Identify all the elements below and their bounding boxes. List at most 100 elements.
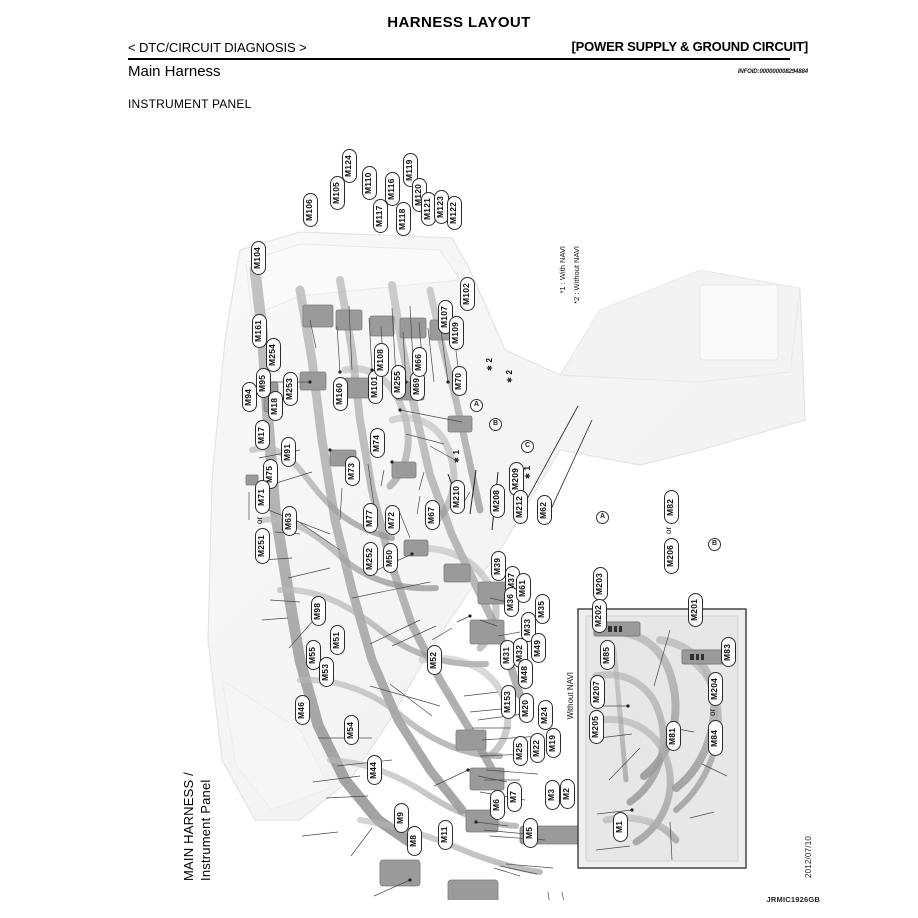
connector-balloon-m203[interactable]: M203 bbox=[593, 567, 608, 601]
connector-balloon-m202[interactable]: M202 bbox=[592, 599, 607, 633]
star-mark-2a: ∗ 2 bbox=[485, 358, 494, 372]
connector-balloon-m122[interactable]: M122 bbox=[447, 196, 462, 230]
reference-marker-a-0: A bbox=[470, 399, 483, 412]
connector-balloon-m118[interactable]: M118 bbox=[396, 202, 411, 236]
connector-balloon-m49[interactable]: M49 bbox=[531, 633, 546, 663]
connector-balloon-m17[interactable]: M17 bbox=[255, 420, 270, 450]
connector-balloon-m61[interactable]: M61 bbox=[516, 573, 531, 603]
connector-balloon-m153[interactable]: M153 bbox=[501, 685, 516, 719]
connector-balloon-m98[interactable]: M98 bbox=[311, 596, 326, 626]
connector-balloon-m106[interactable]: M106 bbox=[303, 193, 318, 227]
connector-balloon-m102[interactable]: M102 bbox=[460, 277, 475, 311]
star-mark-2b: ∗ 2 bbox=[505, 370, 514, 384]
connector-balloon-m3[interactable]: M3 bbox=[545, 780, 560, 810]
connector-balloon-m85[interactable]: M85 bbox=[600, 640, 615, 670]
section-breadcrumb: < DTC/CIRCUIT DIAGNOSIS > bbox=[128, 40, 307, 55]
connector-balloon-m94[interactable]: M94 bbox=[242, 382, 257, 412]
connector-balloon-m83[interactable]: M83 bbox=[721, 637, 736, 667]
legend-note-2: *2 : Without NAVI bbox=[572, 246, 581, 304]
connector-balloon-m208[interactable]: M208 bbox=[490, 484, 505, 518]
connector-balloon-m54[interactable]: M54 bbox=[344, 715, 359, 745]
connector-balloon-m51[interactable]: M51 bbox=[330, 625, 345, 655]
connector-balloon-m117[interactable]: M117 bbox=[373, 199, 388, 233]
connector-balloon-m73[interactable]: M73 bbox=[345, 456, 360, 486]
connector-id-M82[interactable]: M82 bbox=[664, 490, 679, 524]
connector-balloon-m53[interactable]: M53 bbox=[319, 657, 334, 687]
connector-balloon-m105[interactable]: M105 bbox=[330, 176, 345, 210]
connector-balloon-m70[interactable]: M70 bbox=[452, 366, 467, 396]
connector-balloon-m253[interactable]: M253 bbox=[283, 372, 298, 406]
connector-balloon-m7[interactable]: M7 bbox=[507, 782, 522, 812]
page-title: HARNESS LAYOUT bbox=[387, 14, 531, 31]
connector-id-M204[interactable]: M204 bbox=[708, 672, 723, 706]
connector-balloon-m44[interactable]: M44 bbox=[367, 755, 382, 785]
reference-marker-b-1: B bbox=[489, 418, 502, 431]
connector-id-M84[interactable]: M84 bbox=[708, 720, 723, 756]
connector-balloon-m11[interactable]: M11 bbox=[438, 820, 453, 850]
connector-or-separator: or bbox=[664, 526, 673, 534]
connector-balloon-m6[interactable]: M6 bbox=[490, 790, 505, 820]
connector-balloon-m2[interactable]: M2 bbox=[560, 779, 575, 809]
connector-balloon-m67[interactable]: M67 bbox=[425, 500, 440, 530]
connector-balloon-m161[interactable]: M161 bbox=[252, 314, 267, 348]
connector-balloon-m201[interactable]: M201 bbox=[688, 593, 703, 627]
connector-balloon-m210[interactable]: M210 bbox=[450, 480, 465, 514]
connector-balloon-m74[interactable]: M74 bbox=[370, 428, 385, 458]
connector-balloon-m66[interactable]: M66 bbox=[412, 347, 427, 377]
connector-balloon-m252[interactable]: M252 bbox=[363, 542, 378, 576]
document-title: Main Harness bbox=[128, 63, 221, 80]
connector-balloon-m24[interactable]: M24 bbox=[538, 700, 553, 730]
connector-balloon-m205[interactable]: M205 bbox=[589, 710, 604, 744]
connector-balloon-m255[interactable]: M255 bbox=[391, 365, 406, 399]
connector-balloon-m52[interactable]: M52 bbox=[427, 645, 442, 675]
connector-id-M206[interactable]: M206 bbox=[664, 538, 679, 574]
connector-balloon-m5[interactable]: M5 bbox=[523, 818, 538, 848]
connector-balloon-m39[interactable]: M39 bbox=[491, 551, 506, 581]
connector-or-separator: or bbox=[255, 516, 264, 524]
connector-balloon-m212[interactable]: M212 bbox=[513, 490, 528, 524]
connector-balloon-m109[interactable]: M109 bbox=[449, 316, 464, 350]
star-mark-1a: ∗ 1 bbox=[452, 450, 461, 464]
connector-balloon-m18[interactable]: M18 bbox=[268, 391, 283, 421]
connector-id-M251[interactable]: M251 bbox=[255, 528, 270, 564]
connector-balloon-m116[interactable]: M116 bbox=[385, 172, 400, 206]
connector-balloon-m9[interactable]: M9 bbox=[394, 803, 409, 833]
connector-balloon-m207[interactable]: M207 bbox=[590, 675, 605, 709]
connector-balloon-m20[interactable]: M20 bbox=[519, 693, 534, 723]
connector-balloon-m72[interactable]: M72 bbox=[385, 505, 400, 535]
connector-balloon-m48[interactable]: M48 bbox=[518, 659, 533, 689]
connector-balloon-m110[interactable]: M110 bbox=[362, 166, 377, 200]
legend-note-1: *1 : With NAVI bbox=[558, 246, 567, 294]
connector-balloon-m46[interactable]: M46 bbox=[295, 695, 310, 725]
reference-marker-b-4: B bbox=[708, 538, 721, 551]
inset-caption: Without NAVI bbox=[566, 672, 575, 720]
connector-balloon-m104[interactable]: M104 bbox=[251, 241, 266, 275]
reference-marker-a-3: A bbox=[596, 511, 609, 524]
revision-date: 2012/07/10 bbox=[804, 835, 813, 878]
connector-balloon-m124[interactable]: M124 bbox=[342, 149, 357, 183]
connector-balloon-m81[interactable]: M81 bbox=[666, 721, 681, 751]
connector-balloon-m63[interactable]: M63 bbox=[282, 506, 297, 536]
connector-balloon-m1[interactable]: M1 bbox=[613, 812, 628, 842]
connector-id-M71[interactable]: M71 bbox=[255, 480, 270, 514]
connector-balloon-m22[interactable]: M22 bbox=[530, 733, 545, 763]
connector-balloon-m25[interactable]: M25 bbox=[513, 736, 528, 766]
inset-leader-lines bbox=[595, 629, 728, 861]
connector-balloon-m50[interactable]: M50 bbox=[383, 543, 398, 573]
harness-diagram bbox=[0, 120, 918, 900]
connector-balloon-m91[interactable]: M91 bbox=[281, 437, 296, 467]
connector-balloon-m19[interactable]: M19 bbox=[546, 728, 561, 758]
connector-balloon-m77[interactable]: M77 bbox=[363, 503, 378, 533]
connector-balloon-m8[interactable]: M8 bbox=[407, 826, 422, 856]
connector-balloon-m62[interactable]: M62 bbox=[537, 495, 552, 525]
connector-balloon-m108[interactable]: M108 bbox=[374, 343, 389, 377]
connector-balloon-m160[interactable]: M160 bbox=[333, 377, 348, 411]
connector-balloon-m35[interactable]: M35 bbox=[535, 594, 550, 624]
infoid-text: INFOID:000000008294884 bbox=[737, 69, 808, 75]
star-mark-1b: ∗ 1 bbox=[523, 466, 532, 480]
connector-balloon-m254[interactable]: M254 bbox=[266, 338, 281, 372]
